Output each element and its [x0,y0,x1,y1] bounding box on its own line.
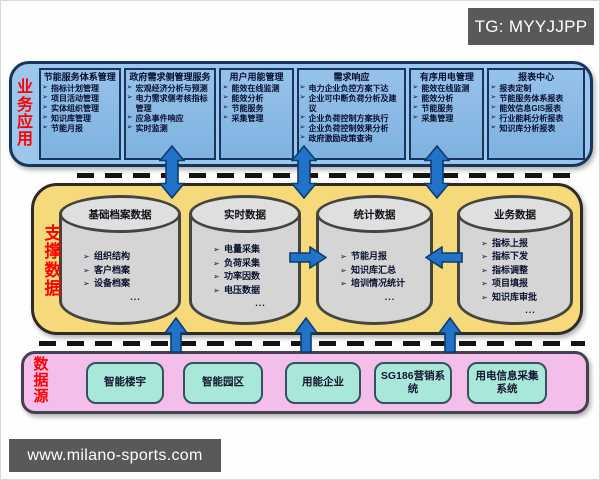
module-item: 采集管理 [412,114,481,124]
database-item: 指标下发 [481,250,569,264]
source-power-info-collection-system: 用电信息采集系统 [467,362,547,404]
database-item: 电压数据 [213,284,297,298]
module-item: 知识库管理 [42,114,118,124]
cylinder-top: 业务数据 [457,195,573,233]
module-report-center: 报表中心 报表定制 节能服务体系报表 能效信息GIS报表 行业能耗分析报表 知识… [487,68,585,160]
database-items: 电量采集 负荷采集 功率因数 电压数据 ... [189,237,301,317]
module-item: 实体组织管理 [42,104,118,114]
module-title: 政府需求侧管理服务 [129,72,211,82]
support-layer-label: 支撑数据 [44,224,62,299]
module-item: 行业能耗分析报表 [490,114,582,124]
cylinder-top: 统计数据 [316,195,433,233]
source-to-support-up-arrow-icon [164,317,188,353]
database-item-ellipsis: ... [525,305,536,315]
database-item: 节能月报 [340,250,429,264]
module-title: 节能服务体系管理 [43,72,116,82]
cylinder-top: 基础档案数据 [59,195,181,233]
database-item-ellipsis: ... [130,291,141,302]
source-to-support-up-arrow-icon [294,317,318,353]
module-item: 电力需求侧考核指标管理 [127,94,214,114]
database-basic-archive: 基础档案数据 组织结构 客户档案 设备档案 ... [59,195,181,325]
database-item: 负荷采集 [213,257,297,271]
database-title: 业务数据 [494,208,536,221]
database-item: 电量采集 [213,243,297,257]
cylinder-top: 实时数据 [189,195,301,233]
module-item: 节能月报 [42,124,118,134]
dashed-divider-top [77,173,581,178]
module-item: 节能服务 [412,104,481,114]
module-title: 用户用能管理 [229,72,284,82]
database-item: 知识库审批 [481,291,569,305]
module-item: 电力企业负控方案下达 [300,84,404,94]
database-item: 组织结构 [83,250,177,264]
database-realtime: 实时数据 电量采集 负荷采集 功率因数 电压数据 ... [189,195,301,325]
database-item: 功率因数 [213,270,297,284]
module-energy-saving-service-system: 节能服务体系管理 指标计划管理 项目活动管理 实体组织管理 知识库管理 节能月报 [39,68,121,160]
business-support-two-way-arrow-icon [424,145,450,199]
database-item: 项目填报 [481,277,569,291]
business-to-statistics-arrow-icon [425,246,463,269]
module-item: 节能服务体系报表 [490,94,582,104]
database-statistics: 统计数据 节能月报 知识库汇总 培训情况统计 ... [316,195,433,325]
module-item: 知识库分析报表 [490,124,582,134]
module-item: 宏观经济分析与预测 [127,84,214,94]
business-support-two-way-arrow-icon [159,145,185,199]
database-item: 培训情况统计 [340,277,429,291]
database-title: 统计数据 [353,208,396,221]
module-title: 需求响应 [333,72,370,82]
module-item: 采集管理 [222,114,290,124]
database-item-ellipsis: ... [255,298,266,309]
site-watermark: www.milano-sports.com [9,439,221,472]
source-energy-enterprise: 用能企业 [285,362,361,404]
module-item: 报表定制 [490,84,582,94]
source-sg186-marketing-system: SG186营销系统 [374,362,452,404]
database-items: 指标上报 指标下发 指标调整 项目填报 知识库审批 ... [457,237,573,317]
module-item: 企业负荷控制效果分析 [300,124,404,134]
business-layer-label: 业务应用 [16,79,33,149]
database-title: 实时数据 [224,208,266,221]
source-smart-building: 智能楼宇 [86,362,164,404]
module-orderly-power-management: 有序用电管理 能效在线监测 能效分析 节能服务 采集管理 [409,68,485,160]
database-items: 节能月报 知识库汇总 培训情况统计 ... [316,237,433,317]
module-item: 节能服务 [222,104,290,114]
database-item: 指标上报 [481,237,569,251]
module-item: 能效在线监测 [412,84,481,94]
database-item: 设备档案 [83,277,177,291]
database-item: 客户档案 [83,264,177,278]
module-item: 企业可中断负荷分析及建议 [300,94,404,114]
module-title: 报表中心 [518,72,555,82]
database-business: 业务数据 指标上报 指标下发 指标调整 项目填报 知识库审批 ... [457,195,573,325]
source-smart-park: 智能园区 [183,362,263,404]
dashed-divider-bottom [39,341,585,346]
module-item: 实时监测 [127,124,214,134]
module-item: 企业负荷控制方案执行 [300,114,404,124]
module-item: 能效在线监测 [222,84,290,94]
database-item: 指标调整 [481,264,569,278]
module-item: 能效分析 [412,94,481,104]
database-item-ellipsis: ... [384,291,396,302]
database-title: 基础档案数据 [88,208,152,221]
module-item: 项目活动管理 [42,94,118,104]
module-item: 应急事件响应 [127,114,214,124]
module-item: 能效分析 [222,94,290,104]
module-title: 有序用电管理 [419,72,474,82]
module-user-energy-management: 用户用能管理 能效在线监测 能效分析 节能服务 采集管理 [219,68,294,160]
database-item: 知识库汇总 [340,264,429,278]
tg-watermark: TG: MYYJJPP [468,8,594,45]
database-items: 组织结构 客户档案 设备档案 ... [59,237,181,317]
module-demand-response: 需求响应 电力企业负控方案下达 企业可中断负荷分析及建议 企业负荷控制方案执行 … [296,68,407,160]
realtime-to-statistics-arrow-icon [289,246,327,269]
module-item: 能效信息GIS报表 [490,104,582,114]
module-item: 指标计划管理 [42,84,118,94]
source-to-support-up-arrow-icon [438,317,462,353]
business-support-two-way-arrow-icon [291,145,317,199]
module-item: 政府激励政策查询 [300,134,404,144]
data-source-layer-label: 数据源 [33,356,49,406]
